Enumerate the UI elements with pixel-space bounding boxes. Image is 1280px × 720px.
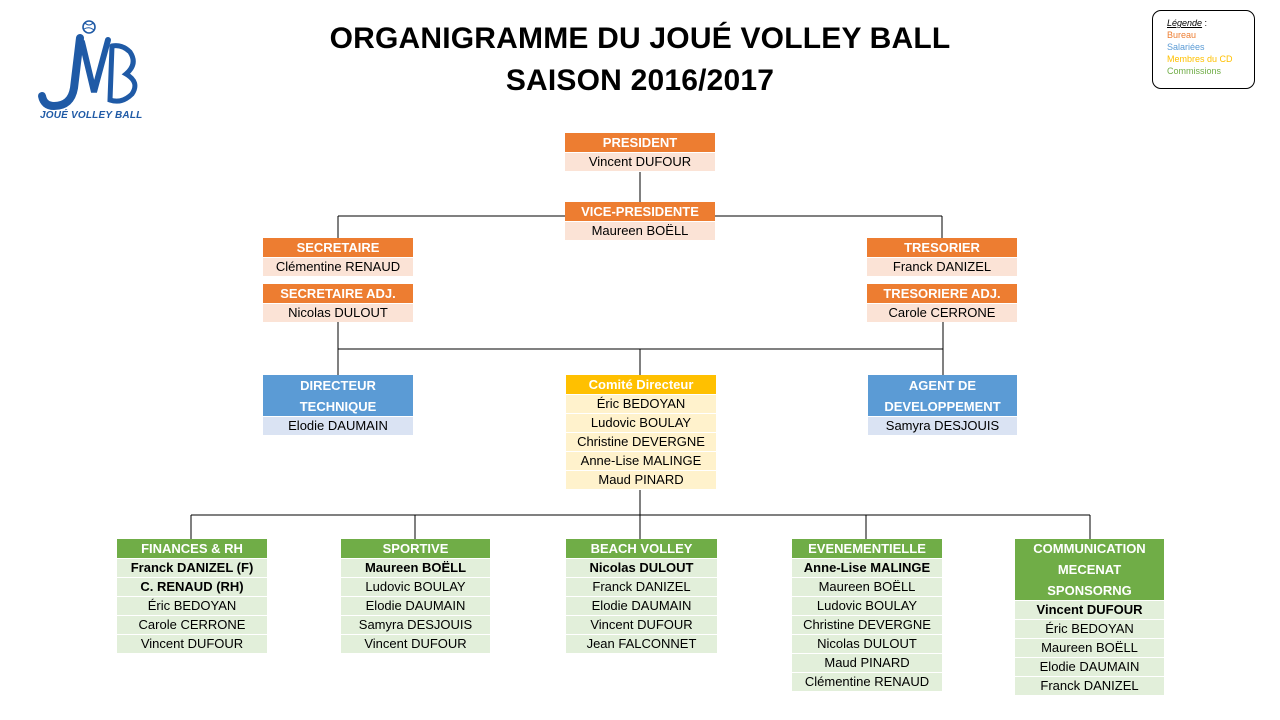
legend-title: Légende : [1167, 18, 1208, 28]
legend-item-commissions: Commissions [1167, 66, 1222, 76]
node-title: PRESIDENT [565, 133, 715, 152]
member-row: Franck DANIZEL [1015, 677, 1164, 695]
member-row: Éric BEDOYAN [566, 395, 716, 413]
page-subtitle: SAISON 2016/2017 [505, 64, 775, 97]
legend-item-salaries: Salariées [1167, 42, 1205, 52]
member-row: Maureen BOËLL [565, 222, 715, 240]
node-title: Comité Directeur [566, 375, 716, 394]
logo-text-label: JOUÉ VOLLEY BALL [40, 110, 143, 121]
node-tresoriere-adj: TRESORIERE ADJ.Carole CERRONE [867, 284, 1017, 322]
member-row: Franck DANIZEL (F) [117, 559, 267, 577]
node-title: DIRECTEUR TECHNIQUE [263, 375, 413, 416]
member-row: Elodie DAUMAIN [1015, 658, 1164, 676]
member-row: Nicolas DULOUT [792, 635, 942, 653]
member-row: Samyra DESJOUIS [341, 616, 490, 634]
member-row: Ludovic BOULAY [566, 414, 716, 432]
node-title: AGENT DE DEVELOPPEMENT [868, 375, 1017, 416]
member-row: Samyra DESJOUIS [868, 417, 1017, 435]
member-row: Clémentine RENAUD [792, 673, 942, 691]
legend-item-bureau: Bureau [1167, 30, 1197, 40]
member-row: Éric BEDOYAN [1015, 620, 1164, 638]
member-row: Jean FALCONNET [566, 635, 717, 653]
member-row: Christine DEVERGNE [792, 616, 942, 634]
node-title: TRESORIER [867, 238, 1017, 257]
member-row: Maureen BOËLL [792, 578, 942, 596]
node-title: SPORTIVE [341, 539, 490, 558]
member-row: Vincent DUFOUR [117, 635, 267, 653]
member-row: Nicolas DULOUT [263, 304, 413, 322]
member-row: Maureen BOËLL [1015, 639, 1164, 657]
member-row: Franck DANIZEL [867, 258, 1017, 276]
node-title: COMMUNICATION MECENAT SPONSORNG [1015, 539, 1164, 600]
jvb-logo [38, 20, 138, 111]
member-row: Elodie DAUMAIN [341, 597, 490, 615]
member-row: Vincent DUFOUR [1015, 601, 1164, 619]
node-title: EVENEMENTIELLE [792, 539, 942, 558]
node-title: SECRETAIRE ADJ. [263, 284, 413, 303]
member-row: Ludovic BOULAY [341, 578, 490, 596]
member-row: Christine DEVERGNE [566, 433, 716, 451]
legend-item-cd: Membres du CD [1167, 54, 1233, 64]
member-row: Anne-Lise MALINGE [792, 559, 942, 577]
member-row: Elodie DAUMAIN [263, 417, 413, 435]
node-title: BEACH VOLLEY [566, 539, 717, 558]
legend-box: Légende : Bureau Salariées Membres du CD… [1152, 10, 1255, 89]
node-title: TRESORIERE ADJ. [867, 284, 1017, 303]
member-row: Carole CERRONE [117, 616, 267, 634]
member-row: Nicolas DULOUT [566, 559, 717, 577]
member-row: Éric BEDOYAN [117, 597, 267, 615]
member-row: Vincent DUFOUR [565, 153, 715, 171]
member-row: Maud PINARD [792, 654, 942, 672]
volleyball-icon [82, 20, 96, 34]
member-row: Ludovic BOULAY [792, 597, 942, 615]
member-row: Maud PINARD [566, 471, 716, 489]
member-row: Vincent DUFOUR [341, 635, 490, 653]
member-row: Franck DANIZEL [566, 578, 717, 596]
node-secretaire-adj: SECRETAIRE ADJ.Nicolas DULOUT [263, 284, 413, 322]
logo-text: JOUÉ VOLLEY BALL [40, 110, 142, 121]
node-title: FINANCES & RH [117, 539, 267, 558]
member-row: Maureen BOËLL [341, 559, 490, 577]
member-row: Carole CERRONE [867, 304, 1017, 322]
member-row: C. RENAUD (RH) [117, 578, 267, 596]
page-title: ORGANIGRAMME DU JOUÉ VOLLEY BALL [329, 22, 951, 55]
member-row: Vincent DUFOUR [566, 616, 717, 634]
member-row: Elodie DAUMAIN [566, 597, 717, 615]
node-title: VICE-PRESIDENTE [565, 202, 715, 221]
member-row: Anne-Lise MALINGE [566, 452, 716, 470]
node-title: SECRETAIRE [263, 238, 413, 257]
member-row: Clémentine RENAUD [263, 258, 413, 276]
